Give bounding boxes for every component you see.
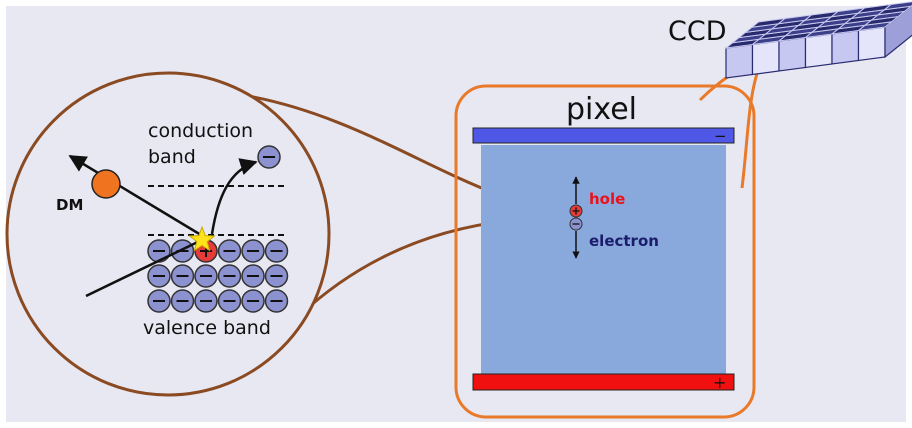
dm-particle — [91, 169, 121, 199]
dm-incoming-track — [85, 236, 207, 298]
ccd-top-cell — [882, 1, 912, 11]
ccd-front-cell — [857, 26, 886, 62]
electron-label: electron — [589, 232, 659, 250]
valence-electron — [217, 264, 242, 288]
valence-electron — [217, 239, 242, 263]
bottom-electrode-plus: + — [713, 373, 726, 392]
valence-electron — [264, 289, 289, 313]
conduction-band-label-line1: conduction — [148, 120, 253, 142]
valence-electron — [264, 239, 289, 263]
pixel-depletion-region — [481, 145, 726, 375]
top-electrode — [472, 127, 735, 144]
valence-electron — [147, 289, 171, 313]
valence-band-electrons — [147, 239, 289, 313]
conduction-band-label-line2: band — [148, 146, 196, 168]
interaction-star-icon — [188, 225, 216, 252]
valence-electron — [170, 264, 195, 288]
ccd-label: CCD — [668, 16, 727, 47]
dm-outgoing-track — [68, 154, 207, 240]
ccd-line-right — [740, 64, 762, 189]
valence-electron — [170, 289, 195, 313]
valence-band-label: valence band — [143, 317, 271, 339]
bottom-electrode — [472, 373, 735, 391]
top-electrode-minus: − — [714, 127, 727, 145]
pixel-label: pixel — [566, 92, 637, 127]
valence-electron — [217, 289, 242, 313]
ccd-chip — [724, 1, 912, 79]
pixel-electron — [569, 217, 583, 231]
ccd-front-cell — [725, 43, 754, 79]
valence-electron — [194, 289, 218, 313]
ccd-front-cell — [778, 36, 807, 72]
ccd-front-cell — [751, 40, 780, 76]
valence-electron — [147, 264, 171, 288]
dm-label: DM — [56, 196, 83, 214]
valence-electron — [241, 264, 265, 288]
valence-electron — [194, 264, 218, 288]
hole-label: hole — [589, 190, 625, 208]
valence-electron — [264, 264, 289, 288]
pixel-outline — [454, 84, 756, 419]
ccd-front-cell — [831, 29, 860, 65]
valence-electron — [241, 289, 265, 313]
excited-electron-track — [210, 158, 258, 235]
valence-electron — [170, 239, 195, 263]
excited-electron — [257, 145, 281, 169]
pixel-hole — [569, 204, 583, 218]
valence-electron — [147, 239, 171, 263]
valence-electron — [241, 239, 265, 263]
ccd-front-cell — [804, 33, 833, 69]
